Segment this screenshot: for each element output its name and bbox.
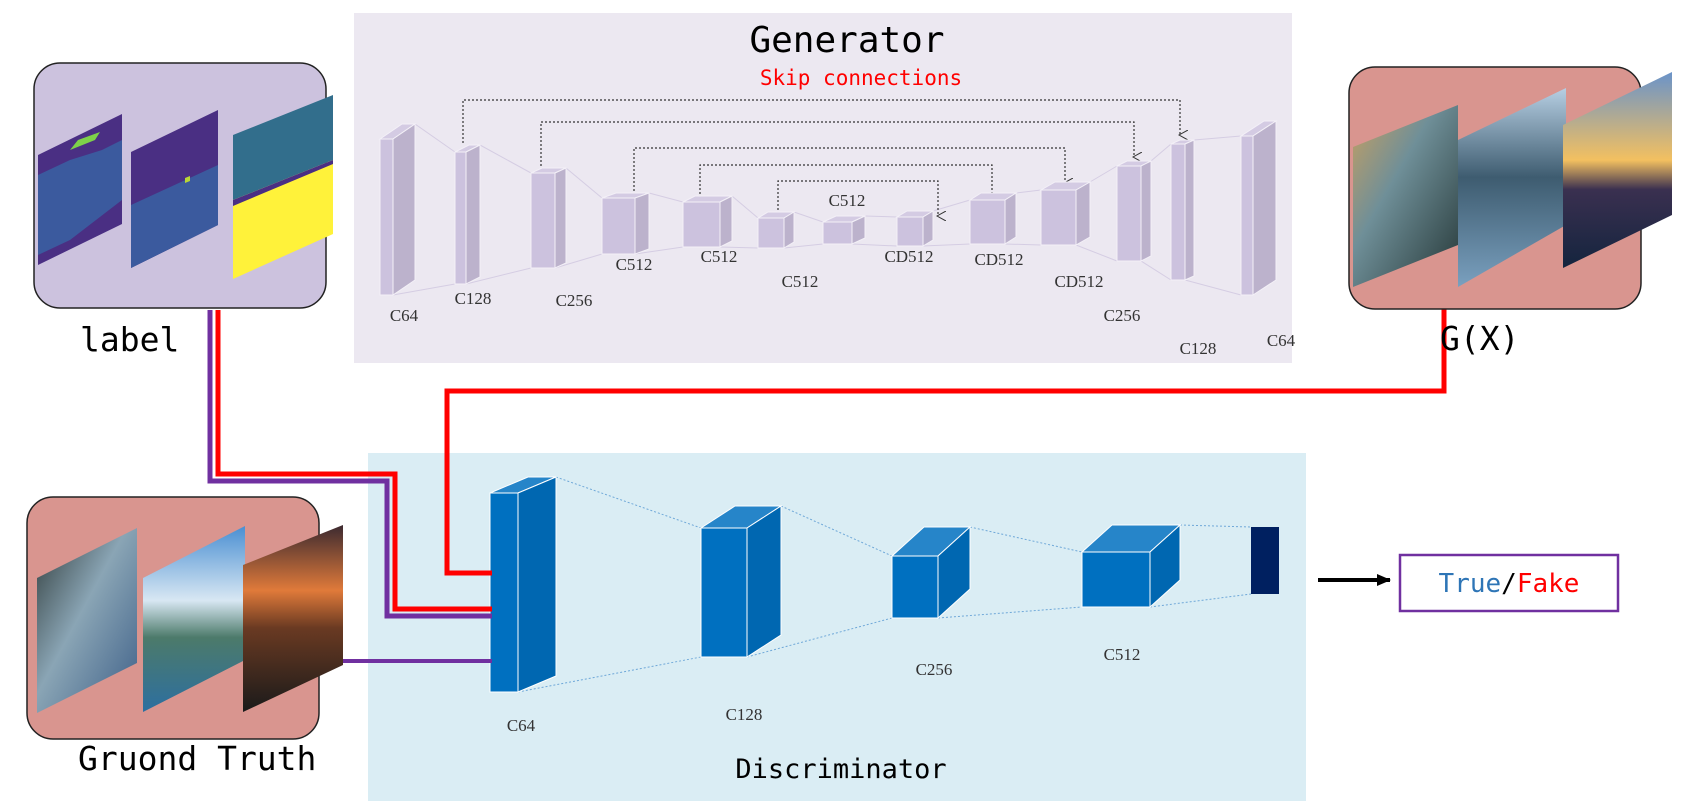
generator-layer-label: C64 [1267,331,1296,350]
generated-images [1353,72,1672,287]
separator-label: / [1501,569,1517,599]
skip-connection-arrow [540,121,1134,166]
skip-connection-arrow [633,147,1065,191]
skip-connection-arrow [462,99,1180,143]
ground-truth-title: Gruond Truth [78,739,316,778]
discriminator-output-block [1251,527,1279,594]
generator-layer-block [1039,181,1092,246]
label-input-title: label [80,320,179,359]
skip-connection-arrows [462,99,1180,216]
discriminator-layer-block [890,525,972,620]
generator-layer-label: C64 [390,306,419,325]
discriminator-layers: C64 C128 C256 C512 [489,476,1182,735]
generator-layer-block [530,167,567,269]
generator-layer-block [895,210,935,247]
generator-layer-block [1239,120,1278,296]
discriminator-layer-block [1080,523,1182,609]
label-red-path [215,310,492,612]
generator-title: Generator [749,20,944,61]
generator-layer-block [1116,160,1152,262]
generator-layer-label: CD512 [1054,272,1103,291]
generator-connection-lines [392,123,1242,296]
fake-label: Fake [1517,569,1580,599]
generator-layer-label: C512 [782,272,819,291]
label-purple-path [207,310,492,619]
generator-layer-label: CD512 [884,247,933,266]
generated-red-path [444,309,1447,576]
discriminator-layer-label: C64 [507,716,536,735]
generator-layer-label: C128 [455,289,492,308]
generator-layer-block [1170,139,1195,281]
generator-layer-block [378,123,417,296]
generator-layer-label: C256 [1104,306,1141,325]
generator-layer-label: C512 [701,247,738,266]
generator-layer-block [601,192,650,255]
discriminator-layer-label: C512 [1104,645,1141,664]
true-fake-label: True/Fake [1439,569,1580,599]
generator-layer-label: CD512 [974,250,1023,269]
generator-layer-block [756,211,796,249]
generator-layer-label: C128 [1180,339,1217,358]
discriminator-layer-label: C256 [916,660,953,679]
true-fake-output-box [1398,553,1620,613]
skip-connection-arrow [777,180,938,216]
generator-layer-block [682,195,733,248]
discriminator-layer-block [489,476,557,693]
generator-layer-block [454,144,481,285]
discriminator-layer-block [699,505,783,658]
discriminator-connection-lines [517,476,1252,693]
skip-connections-label: Skip connections [760,66,962,90]
generator-layer-block [822,215,866,245]
generator-layer-label: C256 [556,291,593,310]
generator-layer-label: C512 [616,255,653,274]
discriminator-layer-label: C128 [726,705,763,724]
ground-truth-images [37,525,343,713]
data-flow-paths [207,309,1447,663]
generator-layer-label: C512 [829,191,866,210]
true-label: True [1439,569,1502,599]
generator-layer-block [968,192,1018,245]
discriminator-title: Discriminator [735,754,946,785]
generated-output-title: G(X) [1440,319,1519,358]
segmentation-maps [38,95,333,279]
